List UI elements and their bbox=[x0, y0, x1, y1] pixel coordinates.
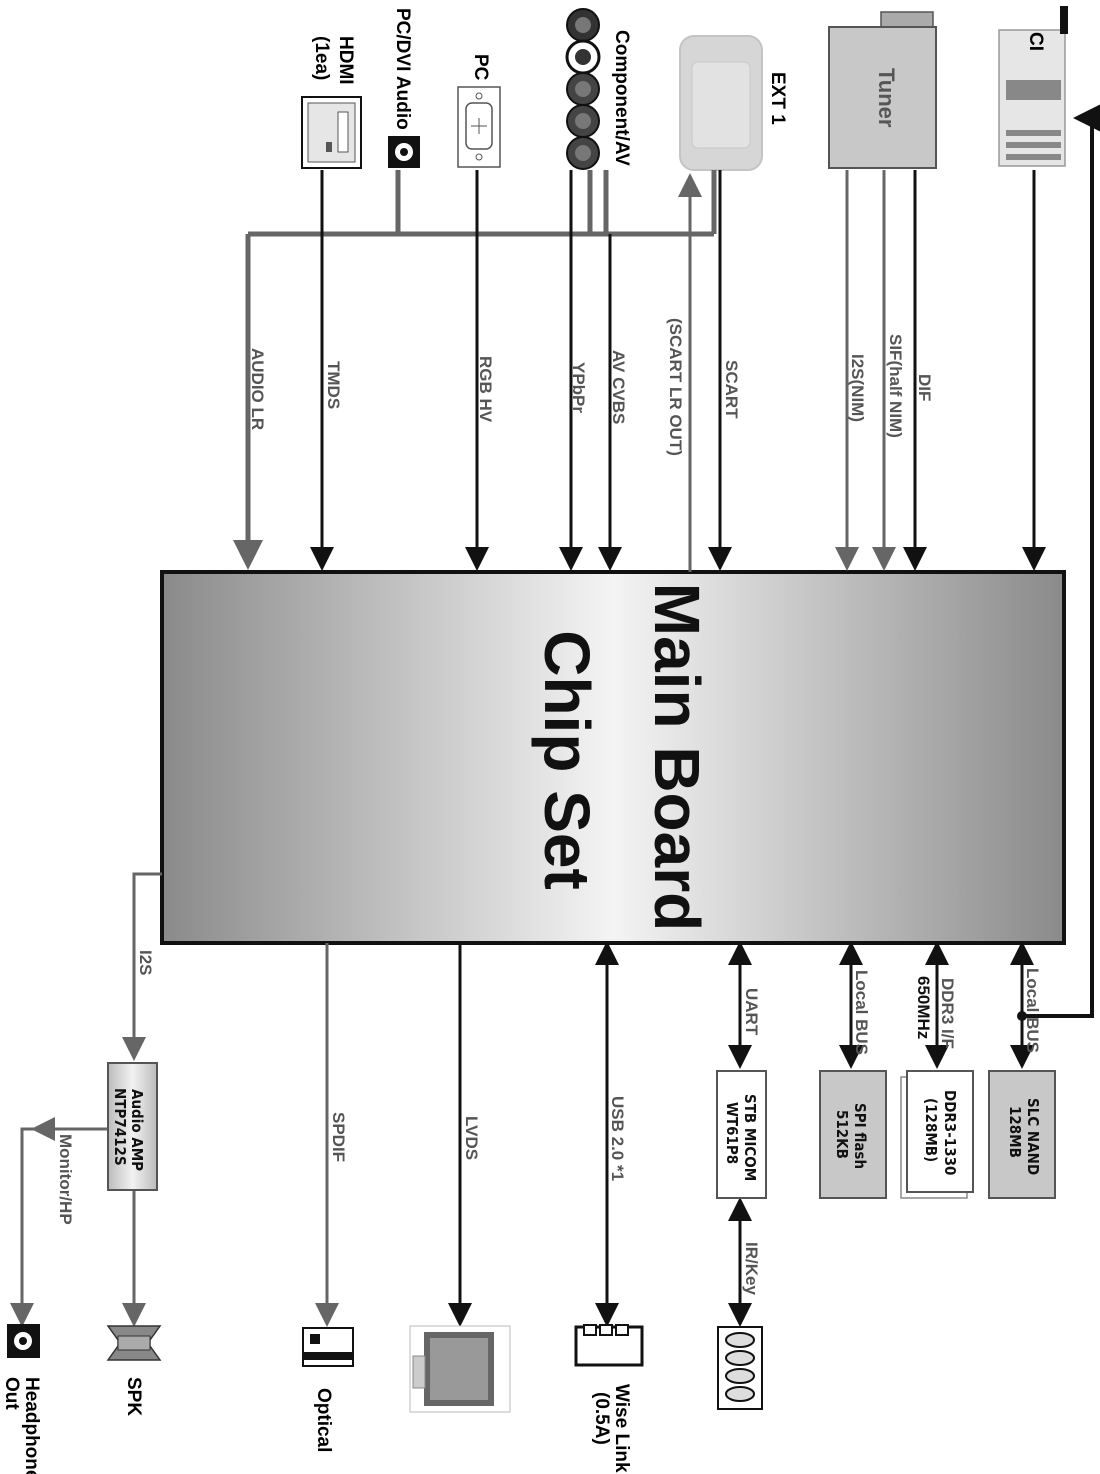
hdmi-connector-icon bbox=[302, 97, 361, 168]
scart-label: SCART bbox=[722, 360, 741, 419]
ci-label: CI bbox=[1025, 32, 1046, 51]
ext1-label: EXT 1 bbox=[767, 72, 788, 125]
spk-label: SPK bbox=[123, 1377, 144, 1416]
main-chip-title-line2: Chip Set bbox=[531, 630, 603, 890]
ext1-scart-connector-icon bbox=[680, 36, 762, 170]
audio-lr-label: AUDIO LR bbox=[248, 348, 267, 430]
slc-nand-line2: 128MB bbox=[1006, 1106, 1024, 1158]
main-chip-box bbox=[162, 572, 1064, 943]
spi-flash-line1: SPI flash bbox=[851, 1103, 869, 1169]
ir-key-label: IR/Key bbox=[742, 1242, 761, 1295]
ypbpr-label: YPbPr bbox=[569, 362, 588, 413]
pc-vga-connector-icon bbox=[458, 87, 500, 167]
wise-link-label-2: (0.5A) bbox=[591, 1392, 612, 1445]
tmds-label: TMDS bbox=[324, 361, 343, 409]
ddr3-line2: (128MB) bbox=[922, 1098, 940, 1162]
optical-label: Optical bbox=[313, 1388, 334, 1452]
lvds-label: LVDS bbox=[462, 1116, 481, 1160]
headphone-label-1: Headphone bbox=[21, 1377, 42, 1474]
stb-micom-line2: WT61P8 bbox=[723, 1102, 741, 1164]
ddr3-if-label-2: 650MHz bbox=[914, 976, 933, 1039]
hdmi-label-2: (1ea) bbox=[311, 36, 332, 80]
slc-nand-line1: SLC NAND bbox=[1024, 1098, 1042, 1175]
av-cvbs-label: AV CVBS bbox=[609, 350, 628, 424]
component-av-label: Component/AV bbox=[611, 30, 632, 166]
local-bus-1-label: Local BUS bbox=[852, 970, 871, 1055]
wise-link-label-1: Wise Link bbox=[611, 1384, 632, 1473]
component-av-jacks-icon bbox=[567, 9, 599, 169]
usb-label: USB 2.0 *1 bbox=[608, 1096, 627, 1181]
ir-key-buttons-icon bbox=[718, 1327, 762, 1409]
audio-amp-line2: NTP7412S bbox=[111, 1088, 129, 1166]
ci-slot-icon bbox=[999, 6, 1068, 166]
ddr3-if-label-1: DDR3 I/F bbox=[938, 978, 957, 1049]
main-chip-title-line1: Main Board bbox=[641, 583, 713, 931]
pc-dvi-audio-label: PC/DVI Audio bbox=[392, 8, 413, 130]
hdmi-label-1: HDMI bbox=[335, 36, 356, 85]
spdif-label: SPDIF bbox=[329, 1112, 348, 1162]
headphone-label-2: Out bbox=[1, 1377, 22, 1410]
local-bus-2-label: Local BUS bbox=[1023, 968, 1042, 1053]
uart-label: UART bbox=[742, 988, 761, 1036]
headphone-jack-icon bbox=[7, 1324, 40, 1358]
speaker-icon bbox=[108, 1326, 160, 1360]
spi-flash-line2: 512KB bbox=[833, 1110, 851, 1159]
audio-amp-line1: Audio AMP bbox=[128, 1089, 146, 1171]
scart-lr-out-label: (SCART LR OUT) bbox=[666, 318, 685, 456]
monitor-hp-label: Monitor/HP bbox=[56, 1134, 75, 1225]
tv-panel-icon bbox=[410, 1326, 510, 1412]
pc-dvi-audio-jack-icon bbox=[388, 136, 420, 168]
wise-link-usb-connector-icon bbox=[576, 1325, 642, 1365]
pc-label: PC bbox=[470, 54, 491, 81]
rgb-hv-label: RGB HV bbox=[476, 356, 495, 423]
sif-label: SIF(half NIM) bbox=[886, 334, 905, 438]
stb-micom-line1: STB MICOM bbox=[741, 1094, 759, 1181]
ddr3-line1: DDR3-1330 bbox=[941, 1090, 959, 1175]
dif-label: DIF bbox=[915, 374, 934, 401]
tuner-label: Tuner bbox=[874, 68, 899, 128]
i2s-nim-label: I2S(NIM) bbox=[848, 354, 867, 422]
optical-connector-icon bbox=[303, 1328, 353, 1366]
i2s-label: I2S bbox=[136, 950, 155, 976]
